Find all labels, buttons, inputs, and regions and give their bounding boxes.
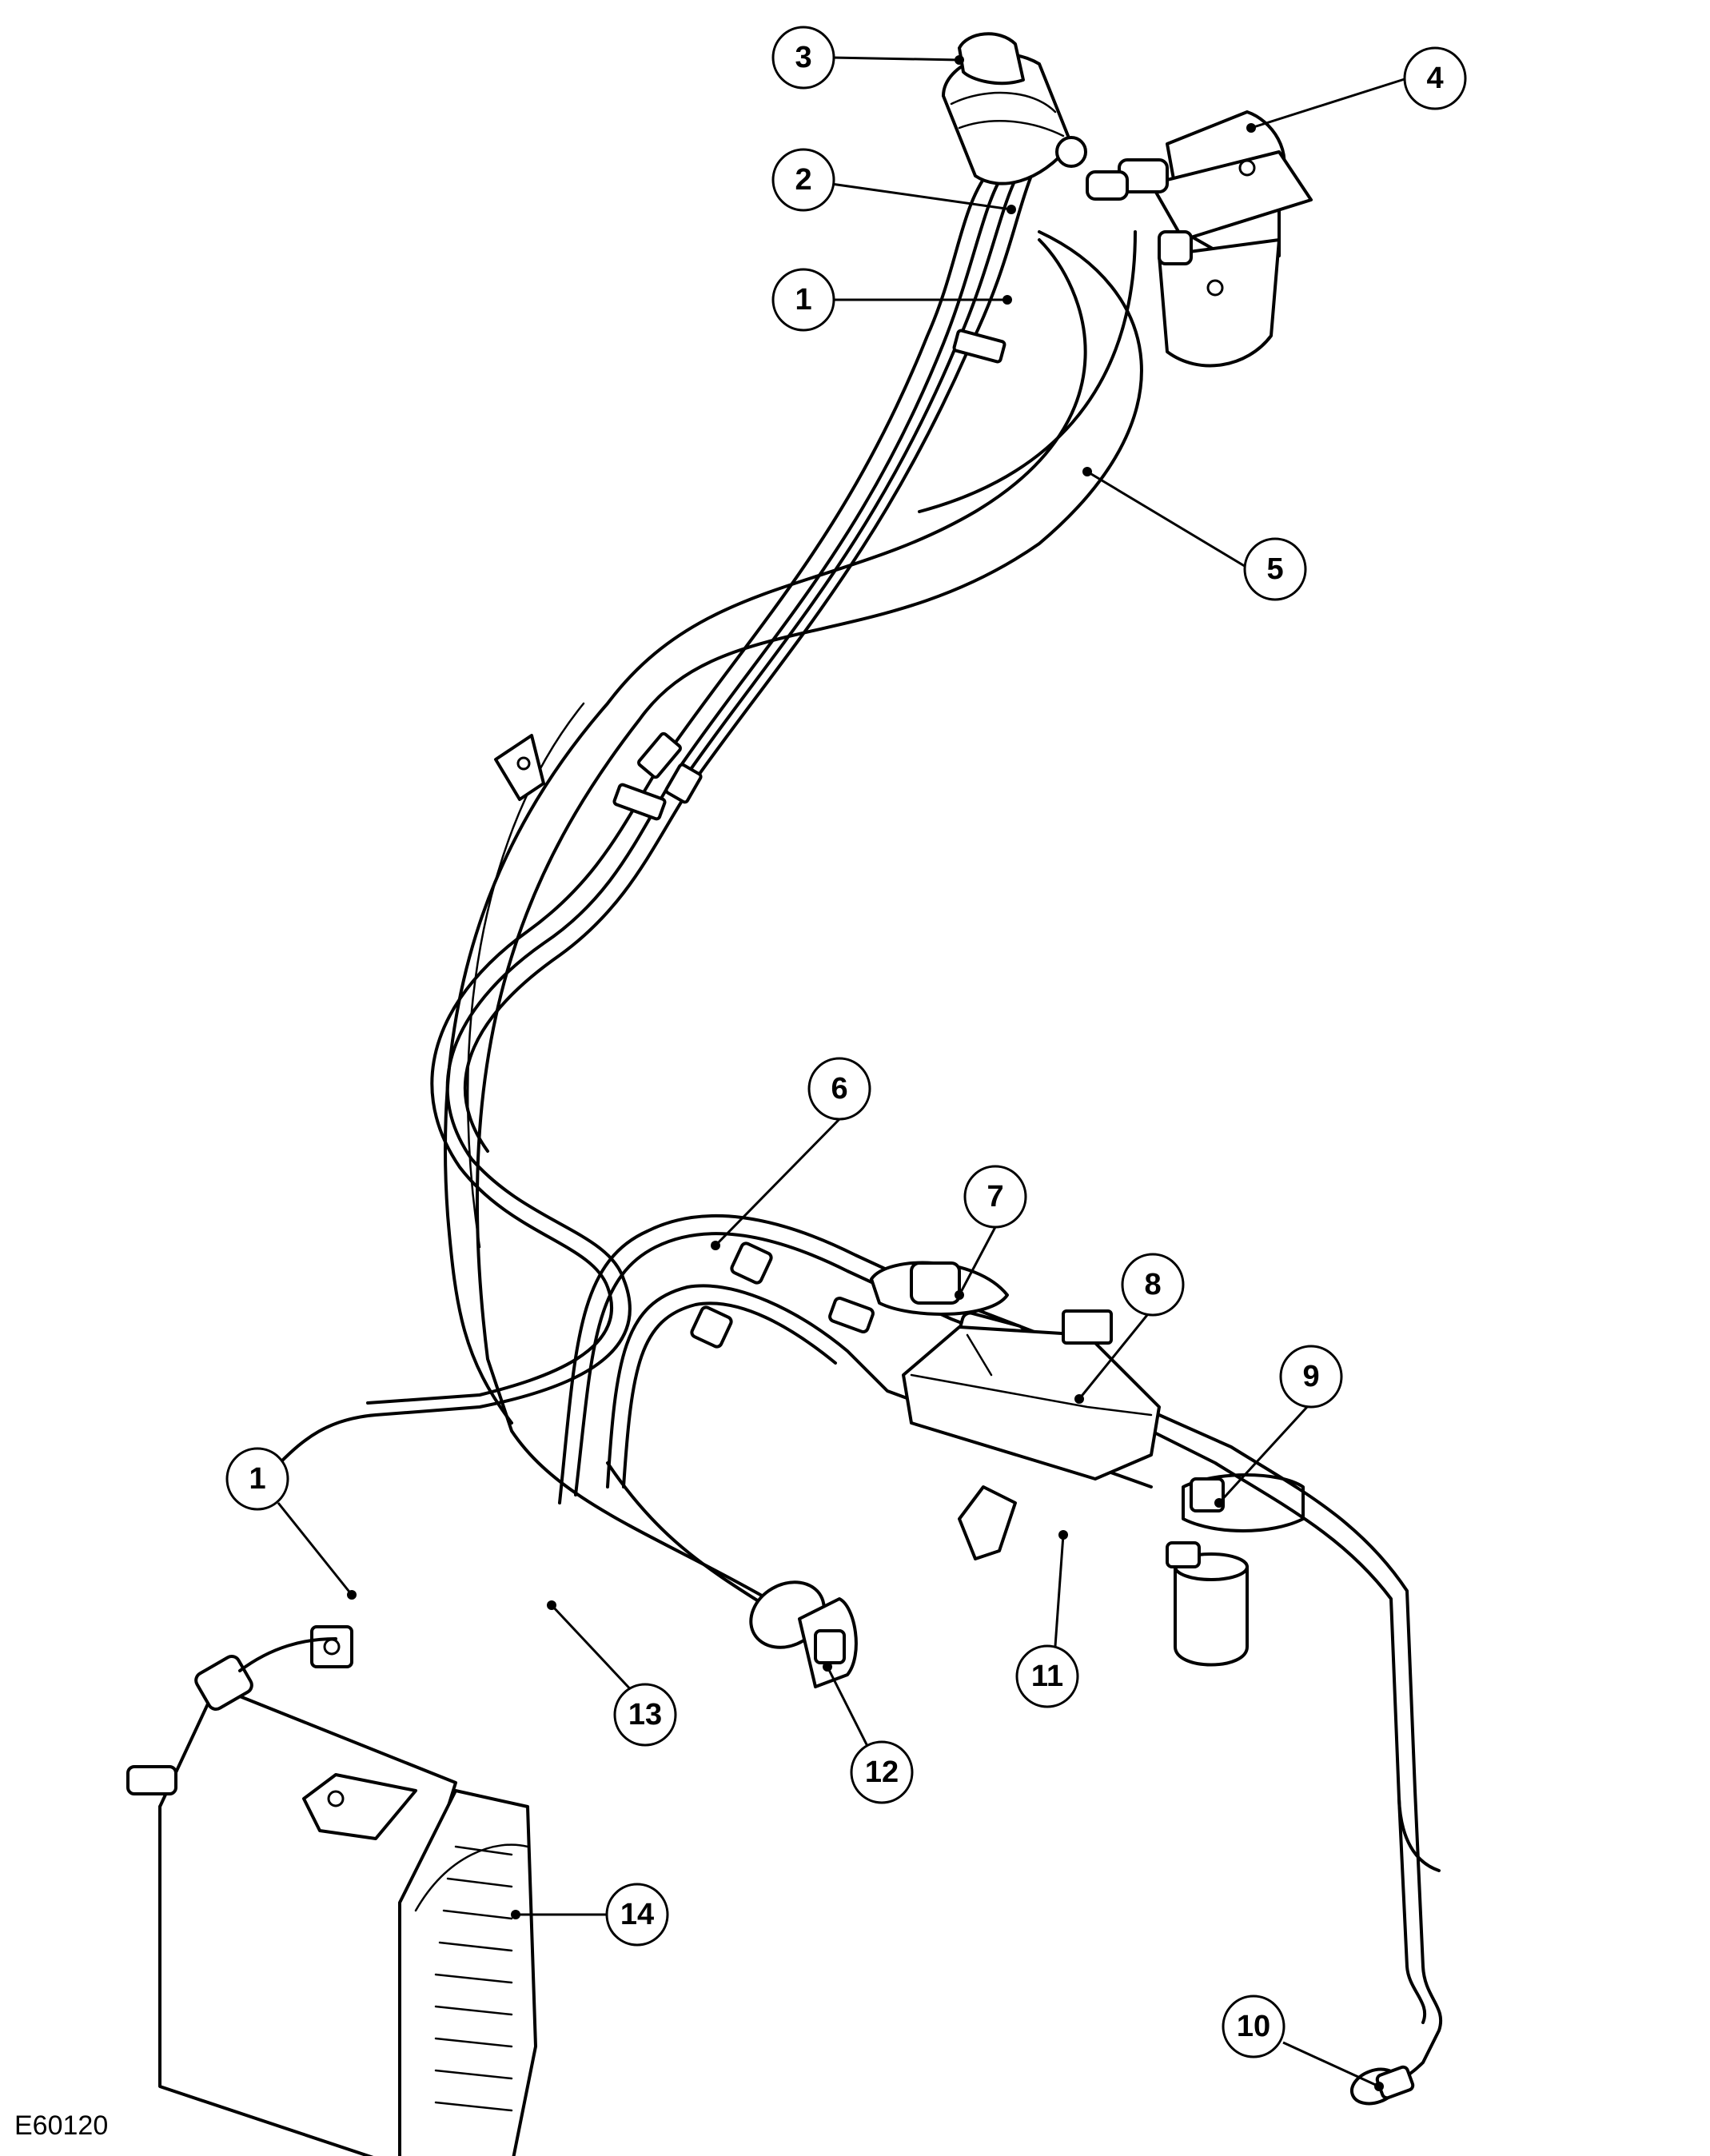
callout-12-label: 12 xyxy=(865,1755,899,1789)
callout-6: 6 xyxy=(807,1057,871,1121)
vent-valve xyxy=(870,1261,1009,1316)
filler-neck xyxy=(942,32,1087,185)
callout-3-label: 3 xyxy=(795,41,811,74)
callout-11-label: 11 xyxy=(1031,1660,1063,1693)
callout-10-label: 10 xyxy=(1237,2010,1270,2043)
callout-14: 14 xyxy=(605,1883,669,1947)
callout-1-bottom: 1 xyxy=(225,1447,289,1511)
callout-11: 11 xyxy=(1015,1644,1079,1708)
evap-canister xyxy=(126,1625,537,2156)
callout-8: 8 xyxy=(1121,1253,1185,1317)
callout-3: 3 xyxy=(771,26,835,90)
module-bracket xyxy=(958,1485,1017,1560)
callout-6-label: 6 xyxy=(831,1072,847,1106)
callout-5-label: 5 xyxy=(1266,552,1283,586)
callout-2: 2 xyxy=(771,148,835,212)
tank-canister xyxy=(1166,1473,1305,1667)
callout-13: 13 xyxy=(613,1683,677,1747)
callout-12: 12 xyxy=(850,1740,914,1804)
callout-2-label: 2 xyxy=(795,163,811,197)
callout-14-label: 14 xyxy=(620,1898,654,1931)
callout-1-bottom-label: 1 xyxy=(249,1462,265,1496)
tank-pipework xyxy=(558,1213,1441,1872)
callout-9: 9 xyxy=(1279,1345,1343,1409)
fuel-pump-module xyxy=(902,1309,1161,1481)
callout-7-label: 7 xyxy=(987,1180,1003,1213)
callout-5: 5 xyxy=(1243,537,1307,601)
connector-10 xyxy=(1349,1789,1443,2106)
valve-assembly xyxy=(1086,110,1313,368)
callout-1-top-label: 1 xyxy=(795,283,811,317)
callout-4: 4 xyxy=(1403,46,1467,110)
callout-4-label: 4 xyxy=(1426,62,1443,95)
callout-7: 7 xyxy=(963,1165,1027,1229)
filler-hose xyxy=(443,230,1143,1688)
leader-dots xyxy=(347,55,1384,2091)
callout-13-label: 13 xyxy=(628,1698,662,1732)
callout-10: 10 xyxy=(1222,1995,1285,2058)
callout-8-label: 8 xyxy=(1144,1268,1161,1301)
callout-9-label: 9 xyxy=(1302,1360,1319,1393)
callout-1-top: 1 xyxy=(771,268,835,332)
figure-id: E60120 xyxy=(14,2110,109,2141)
